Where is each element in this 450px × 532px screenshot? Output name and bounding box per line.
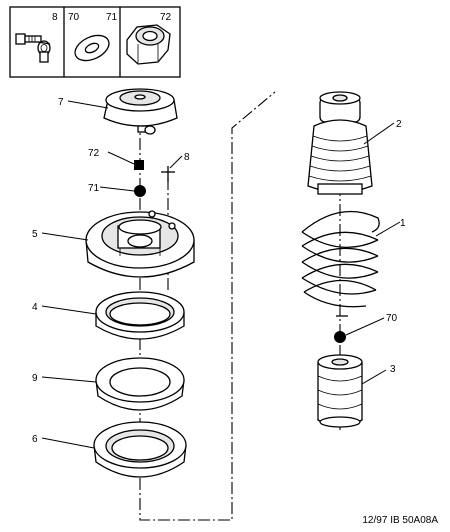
callout-70: 70 [386, 313, 398, 324]
dust-boot [307, 91, 373, 195]
diagram-reference-footer: 12/97 IB 50A08A [362, 515, 438, 526]
ball-washer-part [134, 185, 146, 197]
bearing-ring [95, 291, 185, 340]
footer-date: 12/97 [362, 515, 388, 526]
parts-legend-box [9, 6, 181, 78]
callout-1: 1 [400, 218, 406, 229]
bolt-icon [15, 33, 51, 63]
top-mount-cap [103, 88, 178, 135]
callout-7: 7 [58, 97, 64, 108]
nut-part [134, 160, 144, 170]
leader-lines [41, 100, 401, 449]
callout-72: 72 [88, 148, 100, 159]
nut-icon [126, 24, 171, 65]
strut-mount-plate [85, 210, 195, 278]
callout-4: 4 [32, 302, 38, 313]
washer-part [334, 331, 346, 343]
footer-ref: IB 50A08A [390, 515, 438, 526]
bolt-part [161, 166, 175, 182]
spring-seat-ring [95, 357, 185, 411]
callout-3: 3 [390, 364, 396, 375]
callout-8: 8 [184, 152, 190, 163]
legend-number-71: 71 [106, 12, 118, 23]
callout-2: 2 [396, 119, 402, 130]
lower-insulator-ring [93, 421, 187, 478]
legend-number-72: 72 [160, 12, 172, 23]
legend-number-70: 70 [68, 12, 80, 23]
callout-5: 5 [32, 229, 38, 240]
callout-71: 71 [88, 183, 100, 194]
legend-number-8: 8 [52, 12, 58, 23]
callout-9: 9 [32, 373, 38, 384]
washer-icon [74, 34, 110, 62]
coil-spring [301, 210, 380, 317]
callout-6: 6 [32, 434, 38, 445]
bump-stop [317, 354, 363, 428]
